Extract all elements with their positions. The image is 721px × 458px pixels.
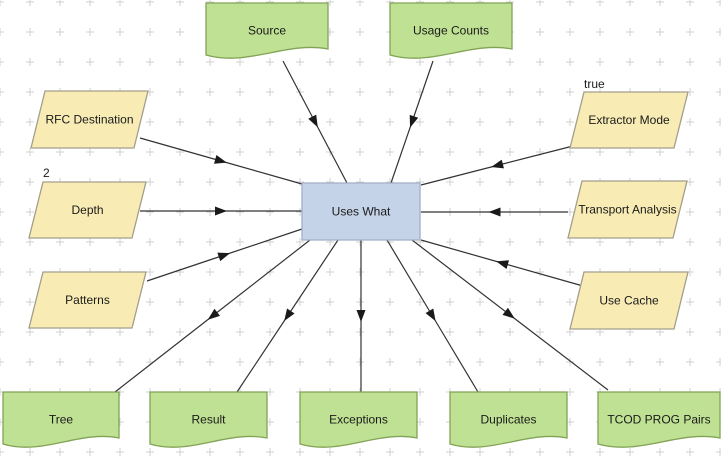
annotation-depth: 2 bbox=[43, 166, 50, 180]
edge-uses-what-tree bbox=[114, 239, 311, 393]
use-cache-label: Use Cache bbox=[599, 294, 659, 308]
rfc-destination-shape[interactable] bbox=[30, 90, 149, 149]
duplicates-shape[interactable] bbox=[449, 391, 568, 448]
patterns-shape[interactable] bbox=[28, 271, 147, 329]
uses-what-label: Uses What bbox=[332, 205, 391, 219]
annotation-extractor-mode: true bbox=[584, 77, 605, 91]
duplicates-label: Duplicates bbox=[480, 412, 536, 426]
transport-analysis-label: Transport Analysis bbox=[578, 203, 676, 217]
edge-patterns-uses-what bbox=[146, 228, 303, 282]
tcod-prog-pairs-label: TCOD PROG Pairs bbox=[607, 412, 710, 426]
source-label: Source bbox=[248, 23, 286, 37]
extractor-mode-shape[interactable] bbox=[569, 91, 689, 149]
edge-uses-what-tcod-prog-pairs bbox=[411, 239, 609, 391]
node-source[interactable]: Source bbox=[205, 2, 329, 59]
tree-shape[interactable] bbox=[2, 391, 120, 448]
depth-shape[interactable] bbox=[28, 181, 147, 239]
edge-usage-counts-uses-what bbox=[390, 60, 434, 184]
depth-label: Depth bbox=[71, 203, 103, 217]
edge-uses-what-result bbox=[236, 239, 339, 393]
node-result[interactable]: Result bbox=[149, 391, 268, 448]
edge-rfc-destination-uses-what bbox=[139, 137, 303, 185]
result-label: Result bbox=[191, 412, 226, 426]
edge-extractor-mode-uses-what bbox=[420, 145, 574, 186]
extractor-mode-label: Extractor Mode bbox=[588, 113, 670, 127]
node-tree[interactable]: Tree bbox=[2, 391, 120, 448]
result-shape[interactable] bbox=[149, 391, 268, 448]
edge-use-cache-uses-what bbox=[420, 239, 584, 287]
uses-what-shape[interactable] bbox=[301, 182, 421, 241]
tcod-prog-pairs-shape[interactable] bbox=[597, 391, 721, 448]
node-patterns[interactable]: Patterns bbox=[28, 271, 147, 329]
usage-counts-label: Usage Counts bbox=[413, 23, 489, 37]
usage-counts-shape[interactable] bbox=[389, 2, 513, 59]
node-transport-analysis[interactable]: Transport Analysis bbox=[567, 180, 688, 239]
transport-analysis-shape[interactable] bbox=[567, 180, 688, 239]
annotations-layer: 2 true bbox=[43, 77, 605, 180]
rfc-destination-label: RFC Destination bbox=[45, 113, 133, 127]
node-rfc-destination[interactable]: RFC Destination bbox=[30, 90, 149, 149]
node-duplicates[interactable]: Duplicates bbox=[449, 391, 568, 448]
node-use-cache[interactable]: Use Cache bbox=[569, 271, 689, 330]
patterns-label: Patterns bbox=[65, 293, 110, 307]
node-usage-counts[interactable]: Usage Counts bbox=[389, 2, 513, 59]
edge-uses-what-duplicates bbox=[386, 239, 479, 393]
edge-source-uses-what bbox=[282, 60, 348, 184]
node-extractor-mode[interactable]: Extractor Mode bbox=[569, 91, 689, 149]
tree-label: Tree bbox=[49, 412, 74, 426]
node-uses-what[interactable]: Uses What bbox=[301, 182, 421, 241]
node-depth[interactable]: Depth bbox=[28, 181, 147, 239]
exceptions-label: Exceptions bbox=[329, 412, 388, 426]
use-cache-shape[interactable] bbox=[569, 271, 689, 330]
exceptions-shape[interactable] bbox=[299, 391, 418, 448]
edges-layer bbox=[114, 60, 609, 393]
source-shape[interactable] bbox=[205, 2, 329, 59]
node-exceptions[interactable]: Exceptions bbox=[299, 391, 418, 448]
node-tcod-prog-pairs[interactable]: TCOD PROG Pairs bbox=[597, 391, 721, 448]
